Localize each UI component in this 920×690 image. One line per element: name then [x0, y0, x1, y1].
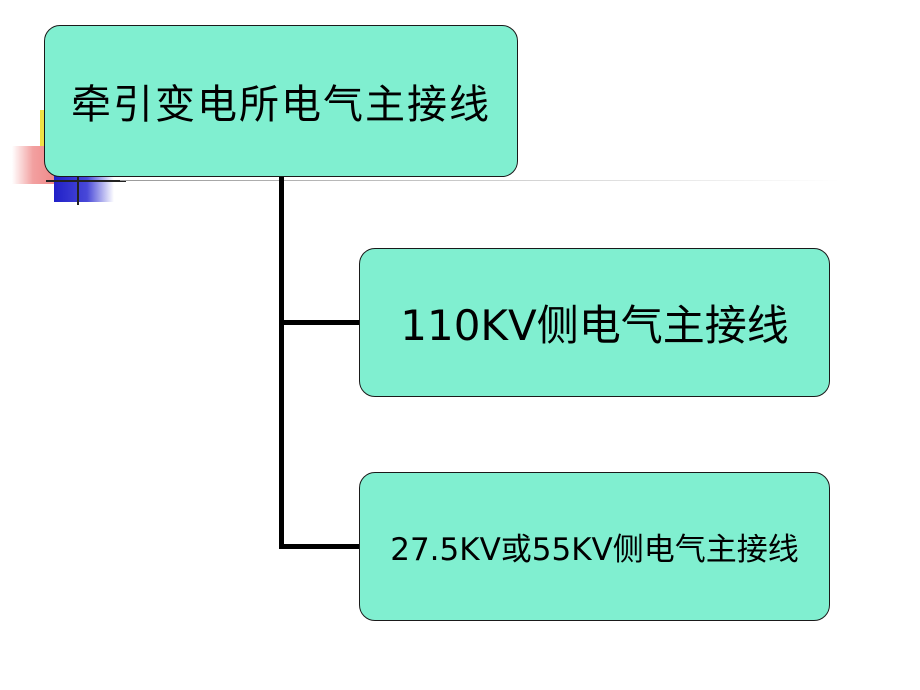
connector-branch-27-5kv: [279, 544, 360, 549]
root-node: 牵引变电所电气主接线: [44, 25, 518, 177]
child-node-27-5kv: 27.5KV或55KV侧电气主接线: [359, 472, 830, 621]
root-node-label: 牵引变电所电气主接线: [71, 82, 491, 128]
child-node-110kv-label: 110KV侧电气主接线: [400, 301, 789, 350]
ornament-horizontal-line: [46, 180, 126, 182]
title-rule: [120, 180, 840, 181]
child-node-27-5kv-label: 27.5KV或55KV侧电气主接线: [390, 532, 799, 568]
connector-trunk: [279, 176, 284, 549]
child-node-110kv: 110KV侧电气主接线: [359, 248, 830, 397]
connector-branch-110kv: [279, 320, 360, 325]
